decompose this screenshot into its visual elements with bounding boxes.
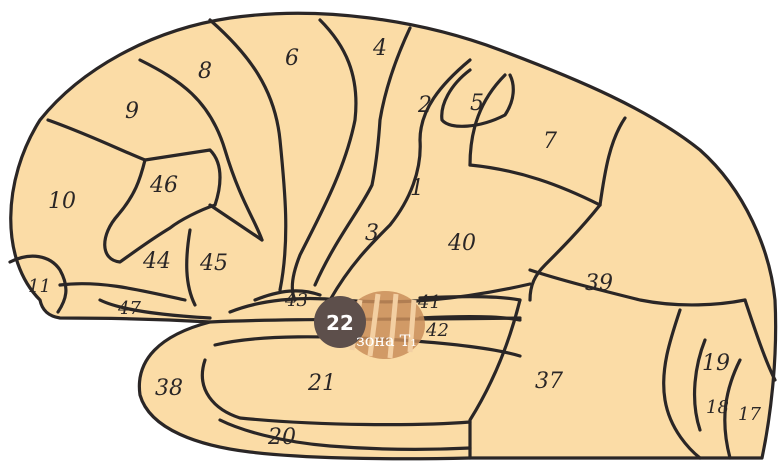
area-22-label: 22 [326,311,354,335]
area-44-label: 44 [142,249,171,274]
cerebral-cortex-outline [11,13,776,458]
area-7-label: 7 [543,129,557,154]
area-47-label: 47 [117,298,141,319]
area-4-label: 4 [372,36,387,61]
area-42-label: 42 [425,320,449,341]
area-17-label: 17 [738,404,761,425]
area-6-label: 6 [285,46,299,71]
area-41-label: 41 [417,292,441,313]
area-37-label: 37 [535,369,563,394]
area-21-label: 21 [307,371,336,396]
area-10-label: 10 [48,189,76,214]
area-9-label: 9 [125,99,139,124]
area-46-label: 46 [149,173,178,198]
area-18-label: 18 [706,397,729,418]
area-8-label: 8 [198,59,212,84]
area-40-label: 40 [447,231,476,256]
area-3-label: 3 [365,221,379,246]
area-2-label: 2 [417,93,432,118]
area-20-label: 20 [267,425,296,450]
area-5-label: 5 [470,91,484,116]
area-43-label: 43 [284,290,308,311]
area-1-label: 1 [410,176,424,201]
zone-t1-label: зона Т₁ [356,331,417,350]
area-39-label: 39 [585,271,613,296]
area-11-label: 11 [28,276,51,297]
area-45-label: 45 [199,251,228,276]
area-38-label: 38 [155,376,183,401]
area-19-label: 19 [702,351,730,376]
